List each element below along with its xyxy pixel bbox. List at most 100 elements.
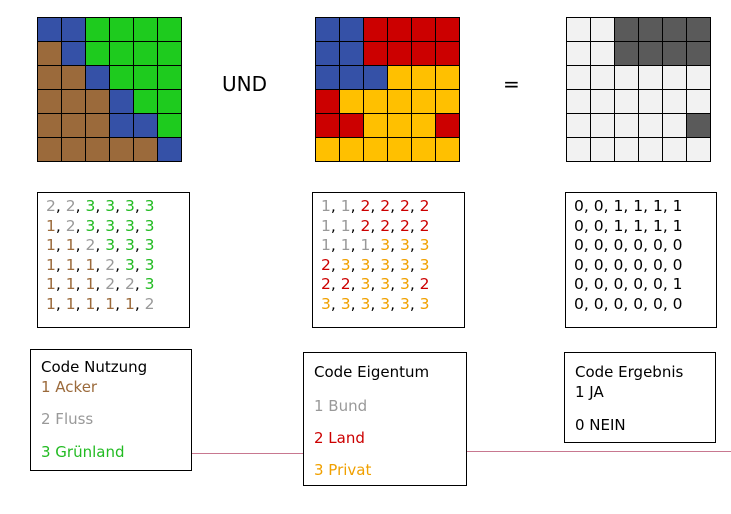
- matrix-separator: ,: [662, 275, 673, 294]
- matrix-value: 2: [105, 275, 116, 294]
- grid-cell: [38, 66, 61, 89]
- matrix-value: 0: [613, 275, 624, 294]
- matrix-separator: ,: [623, 275, 634, 294]
- matrix-value: 2: [380, 197, 391, 215]
- matrix-separator: ,: [370, 294, 381, 313]
- matrix-value: 3: [360, 275, 371, 294]
- matrix-separator: ,: [134, 275, 145, 294]
- matrix-value: 1: [633, 197, 644, 215]
- grid-cell: [591, 18, 614, 41]
- matrix-value: 1: [633, 216, 644, 235]
- grid-cell: [340, 66, 363, 89]
- matrix-separator: ,: [643, 216, 653, 235]
- grid-cell: [388, 90, 411, 113]
- matrix-value: 0: [633, 294, 644, 313]
- grid-cell: [86, 114, 109, 137]
- matrix-separator: ,: [75, 216, 86, 235]
- matrix-value: 2: [85, 236, 96, 255]
- matrix-separator: ,: [643, 294, 653, 313]
- matrix-separator: ,: [115, 294, 125, 313]
- matrix-separator: ,: [370, 197, 381, 215]
- matrix-row: 3, 3, 3, 3, 3, 3: [321, 295, 458, 315]
- matrix-value: 3: [380, 275, 391, 294]
- grid-cell: [158, 18, 181, 41]
- matrix-separator: ,: [583, 197, 594, 215]
- matrix-separator: ,: [134, 216, 145, 235]
- matrix-separator: ,: [623, 255, 634, 274]
- matrix-separator: ,: [623, 197, 634, 215]
- matrix-separator: ,: [75, 255, 86, 274]
- matrix-value: 0: [574, 275, 584, 294]
- grid-cell: [567, 90, 590, 113]
- matrix-separator: ,: [95, 216, 106, 235]
- grid-cell: [62, 114, 85, 137]
- matrix-value: 3: [380, 255, 391, 274]
- matrix-separator: ,: [330, 197, 341, 215]
- matrix-separator: ,: [583, 255, 594, 274]
- matrix-value: 3: [321, 294, 331, 313]
- grid-cell: [62, 42, 85, 65]
- matrix-value: 0: [633, 236, 644, 255]
- grid-cell: [436, 18, 459, 41]
- grid-cell: [110, 90, 133, 113]
- matrix-separator: ,: [330, 216, 341, 235]
- matrix-value: 3: [124, 255, 135, 274]
- matrix-separator: ,: [662, 236, 673, 255]
- matrix-separator: ,: [643, 236, 653, 255]
- matrix-separator: ,: [95, 275, 106, 294]
- grid-cell: [687, 42, 710, 65]
- matrix-value: 1: [340, 236, 351, 255]
- matrix-value: 0: [652, 236, 663, 255]
- eigentum-grid: [315, 17, 460, 162]
- matrix-value: 3: [399, 255, 410, 274]
- matrix-value: 1: [46, 255, 56, 274]
- matrix-row: 1, 2, 3, 3, 3, 3: [46, 217, 183, 237]
- matrix-separator: ,: [583, 236, 594, 255]
- grid-cell: [340, 18, 363, 41]
- matrix-separator: ,: [603, 216, 614, 235]
- matrix-row: 0, 0, 0, 0, 0, 0: [574, 256, 710, 276]
- matrix-separator: ,: [330, 236, 341, 255]
- matrix-value: 0: [574, 255, 584, 274]
- matrix-separator: ,: [115, 255, 125, 274]
- matrix-separator: ,: [350, 216, 361, 235]
- matrix-value: 1: [85, 275, 96, 294]
- matrix-row: 1, 1, 2, 2, 2, 2: [321, 197, 458, 217]
- matrix-value: 0: [574, 236, 584, 255]
- matrix-separator: ,: [115, 236, 125, 255]
- matrix-value: 1: [340, 216, 351, 235]
- matrix-separator: ,: [603, 275, 614, 294]
- nutzung-grid: [37, 17, 182, 162]
- matrix-value: 1: [85, 294, 96, 313]
- matrix-row: 1, 1, 2, 3, 3, 3: [46, 236, 183, 256]
- matrix-value: 2: [105, 255, 116, 274]
- matrix-separator: ,: [75, 197, 86, 215]
- grid-cell: [110, 42, 133, 65]
- matrix-value: 0: [593, 275, 604, 294]
- grid-cell: [615, 138, 638, 161]
- grid-cell: [110, 66, 133, 89]
- matrix-separator: ,: [134, 236, 145, 255]
- matrix-separator: ,: [390, 275, 400, 294]
- nutzung-legend: Code Nutzung 1 Acker 2 Fluss 3 Grünland: [30, 349, 192, 471]
- grid-cell: [158, 114, 181, 137]
- grid-cell: [567, 114, 590, 137]
- matrix-separator: ,: [370, 216, 381, 235]
- grid-cell: [687, 114, 710, 137]
- matrix-separator: ,: [75, 294, 86, 313]
- matrix-separator: ,: [330, 275, 341, 294]
- grid-cell: [110, 138, 133, 161]
- grid-cell: [663, 114, 686, 137]
- grid-cell: [134, 42, 157, 65]
- grid-cell: [86, 66, 109, 89]
- grid-cell: [158, 42, 181, 65]
- grid-cell: [62, 138, 85, 161]
- grid-cell: [412, 42, 435, 65]
- grid-cell: [62, 18, 85, 41]
- matrix-value: 0: [672, 236, 683, 255]
- matrix-value: 1: [46, 294, 56, 313]
- grid-cell: [340, 90, 363, 113]
- matrix-separator: ,: [134, 255, 145, 274]
- matrix-value: 2: [419, 275, 430, 294]
- matrix-value: 0: [574, 216, 584, 235]
